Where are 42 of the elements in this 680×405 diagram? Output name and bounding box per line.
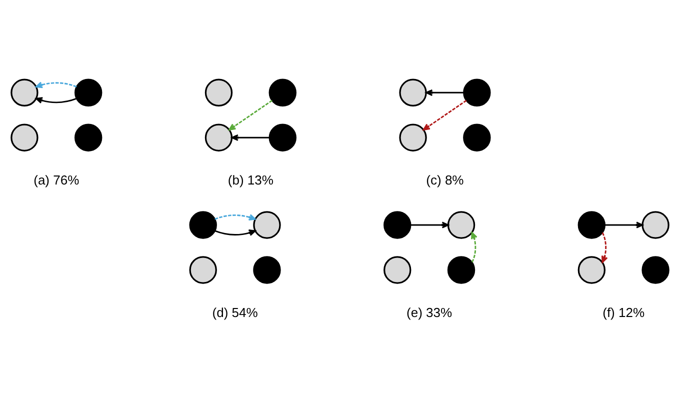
label: (d) 54% xyxy=(212,304,258,320)
node-circle xyxy=(74,78,102,106)
label: (a) 76% xyxy=(34,172,80,188)
arrow xyxy=(471,232,478,262)
label: (c) 8% xyxy=(426,172,464,188)
node-circle xyxy=(10,124,38,152)
arrow xyxy=(214,214,256,220)
node-circle xyxy=(642,211,670,239)
node-circle xyxy=(74,124,102,152)
arrow xyxy=(601,232,608,263)
node-circle xyxy=(642,256,670,284)
label: (b) 13% xyxy=(228,172,274,188)
label: (f) 12% xyxy=(602,304,645,320)
node-circle xyxy=(10,78,38,106)
arrow xyxy=(214,230,256,236)
node-circle xyxy=(253,211,281,239)
arrow xyxy=(228,100,272,130)
node-circle xyxy=(189,256,217,284)
arrow xyxy=(410,222,449,228)
node-circle xyxy=(384,211,412,239)
node-circle xyxy=(268,124,296,152)
node-circle xyxy=(447,256,476,284)
arrow xyxy=(35,97,77,104)
node-circle xyxy=(399,124,427,152)
node-circle xyxy=(189,211,217,239)
arrow xyxy=(35,82,77,88)
node-circle xyxy=(578,256,606,284)
node-circle xyxy=(463,78,491,106)
arrow xyxy=(426,89,464,96)
node-circle xyxy=(204,124,233,152)
node-circle xyxy=(447,211,476,239)
node-circle xyxy=(253,256,281,284)
label: (e) 33% xyxy=(406,304,452,320)
node-circle xyxy=(578,211,606,239)
arrow xyxy=(422,100,467,130)
node-circle xyxy=(268,78,296,106)
node-circle xyxy=(399,78,427,106)
node-circle xyxy=(384,256,412,284)
node-circle xyxy=(463,124,491,152)
node-circle xyxy=(204,78,233,106)
arrow xyxy=(604,222,644,228)
arrow xyxy=(231,134,270,141)
